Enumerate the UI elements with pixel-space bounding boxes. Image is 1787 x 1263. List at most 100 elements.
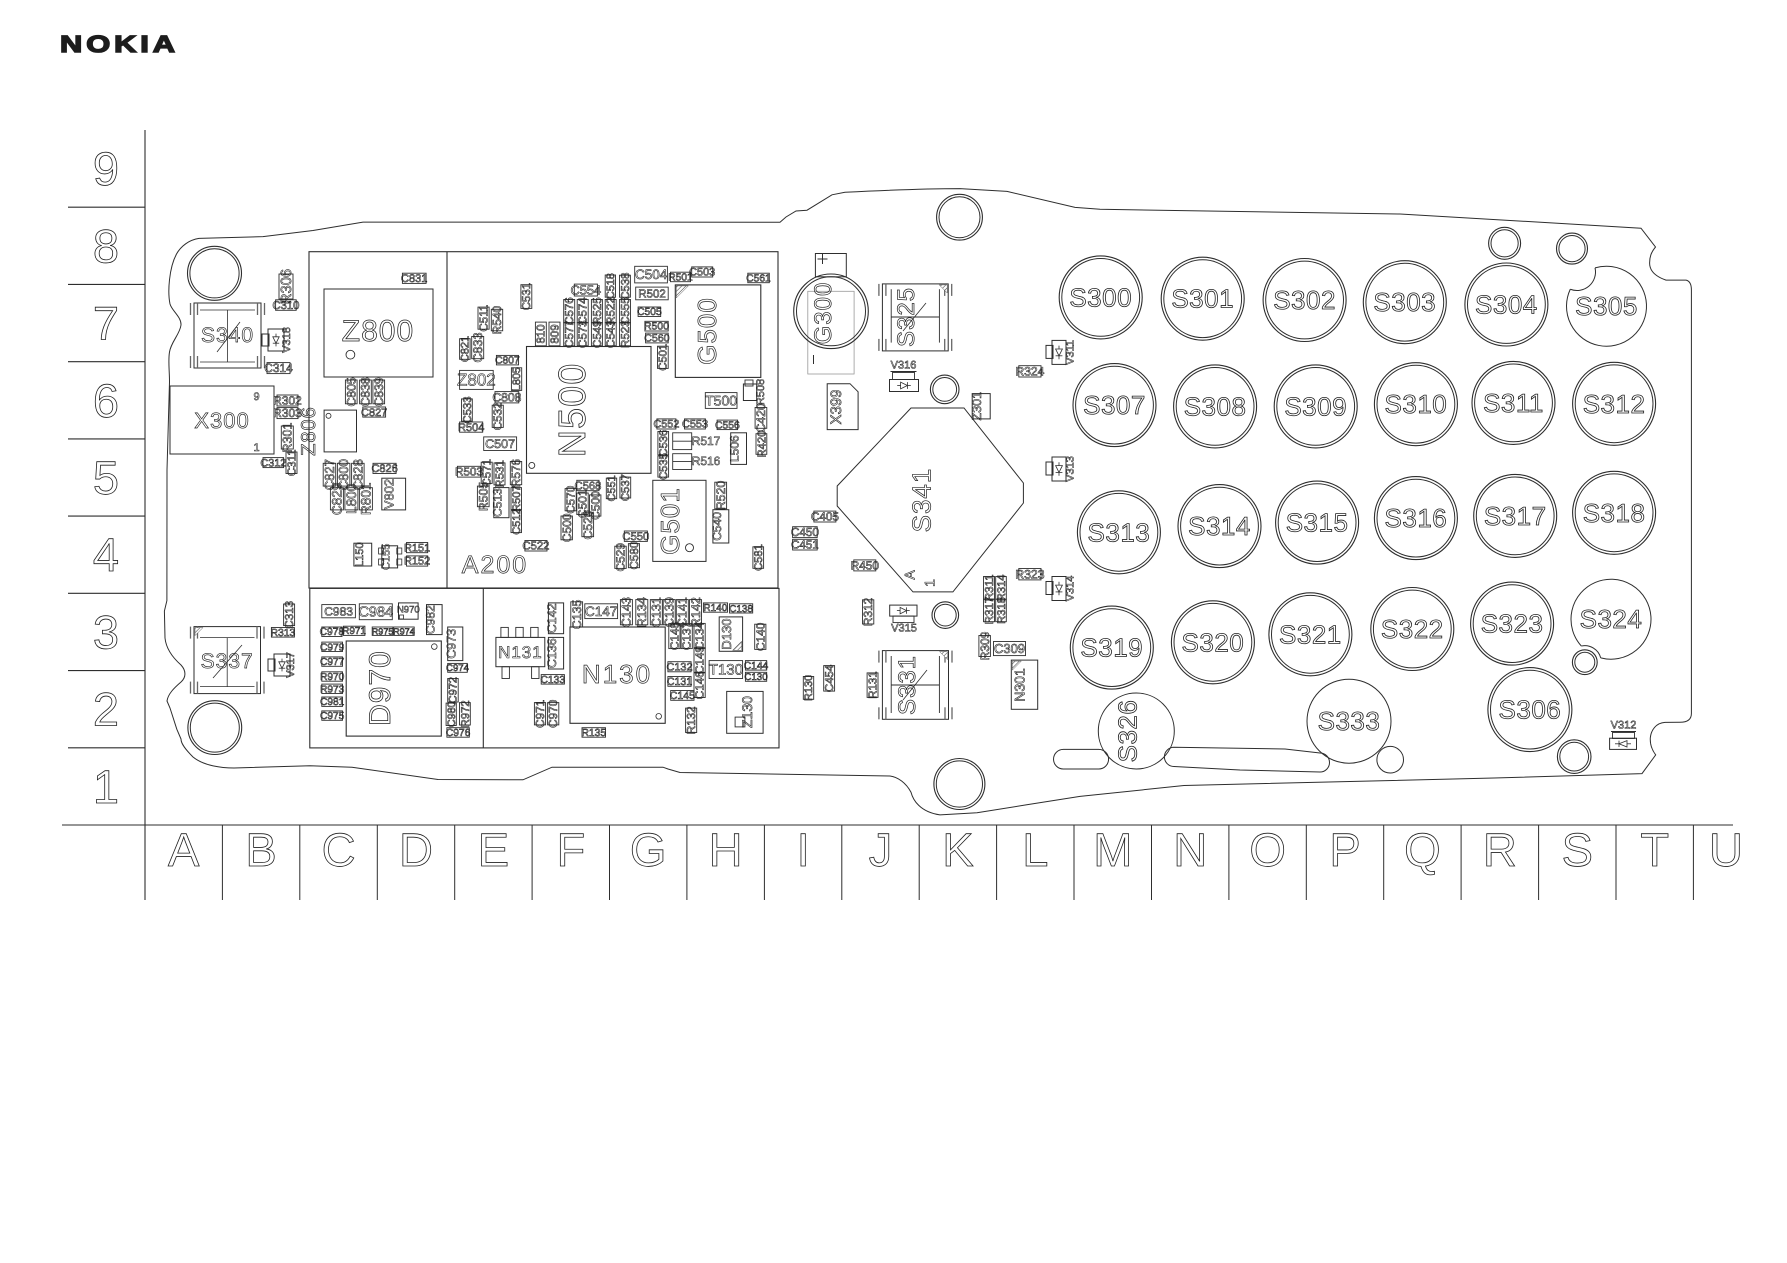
svg-text:C144: C144 bbox=[744, 661, 769, 672]
svg-text:C552: C552 bbox=[653, 419, 679, 431]
svg-text:810: 810 bbox=[536, 324, 548, 343]
svg-text:Q: Q bbox=[1404, 823, 1441, 876]
svg-text:C147: C147 bbox=[585, 604, 617, 619]
svg-text:C500: C500 bbox=[560, 513, 574, 542]
svg-text:C982: C982 bbox=[423, 605, 437, 634]
svg-text:R974: R974 bbox=[393, 626, 415, 636]
svg-text:C532: C532 bbox=[492, 402, 505, 430]
svg-text:C839: C839 bbox=[372, 377, 386, 407]
svg-text:NOKIA: NOKIA bbox=[60, 31, 179, 57]
svg-text:S314: S314 bbox=[1188, 511, 1251, 541]
svg-text:C131: C131 bbox=[667, 676, 692, 688]
svg-text:C573: C573 bbox=[578, 320, 590, 348]
svg-text:C520: C520 bbox=[581, 510, 595, 540]
svg-text:R302: R302 bbox=[273, 394, 301, 408]
svg-text:Z301: Z301 bbox=[970, 392, 984, 421]
svg-text:S316: S316 bbox=[1385, 503, 1448, 533]
svg-text:L: L bbox=[1022, 823, 1048, 876]
svg-text:C827: C827 bbox=[322, 459, 337, 490]
svg-text:C535: C535 bbox=[658, 453, 670, 480]
svg-text:A: A bbox=[168, 823, 200, 876]
svg-text:C138: C138 bbox=[729, 604, 753, 615]
svg-text:F: F bbox=[556, 823, 585, 876]
svg-text:R140: R140 bbox=[703, 603, 727, 614]
svg-text:2: 2 bbox=[93, 683, 119, 736]
svg-text:S310: S310 bbox=[1385, 389, 1448, 419]
svg-text:C976: C976 bbox=[446, 728, 471, 739]
svg-text:C139: C139 bbox=[663, 597, 677, 627]
svg-text:N970: N970 bbox=[397, 605, 420, 616]
svg-text:C554: C554 bbox=[570, 282, 601, 297]
svg-text:H: H bbox=[709, 823, 743, 876]
svg-text:G501: G501 bbox=[655, 487, 685, 555]
svg-text:R152: R152 bbox=[404, 556, 430, 568]
svg-text:3: 3 bbox=[93, 605, 119, 658]
svg-text:L805: L805 bbox=[511, 367, 523, 391]
svg-text:V314: V314 bbox=[1065, 576, 1077, 602]
svg-text:C310: C310 bbox=[272, 300, 299, 312]
svg-text:S337: S337 bbox=[201, 650, 254, 673]
svg-text:R507: R507 bbox=[511, 485, 523, 511]
svg-text:C529: C529 bbox=[614, 543, 628, 572]
svg-text:C: C bbox=[322, 823, 356, 876]
svg-text:S320: S320 bbox=[1182, 627, 1245, 657]
svg-text:S301: S301 bbox=[1171, 284, 1234, 314]
svg-text:S305: S305 bbox=[1575, 291, 1638, 321]
svg-text:S309: S309 bbox=[1284, 391, 1347, 421]
svg-text:C551: C551 bbox=[606, 475, 618, 501]
svg-text:L150: L150 bbox=[354, 542, 366, 566]
svg-text:S306: S306 bbox=[1499, 695, 1562, 725]
svg-text:R306: R306 bbox=[279, 269, 295, 304]
svg-text:C581: C581 bbox=[753, 544, 765, 571]
svg-text:S323: S323 bbox=[1481, 609, 1544, 639]
svg-text:R801: R801 bbox=[359, 482, 374, 515]
svg-text:P: P bbox=[1329, 823, 1360, 876]
svg-text:C984: C984 bbox=[358, 605, 393, 621]
svg-text:C155: C155 bbox=[381, 544, 393, 570]
svg-text:C533: C533 bbox=[462, 396, 474, 423]
svg-text:R508: R508 bbox=[755, 379, 767, 405]
svg-text:C831: C831 bbox=[401, 273, 427, 285]
svg-text:C828: C828 bbox=[350, 459, 365, 490]
svg-text:C577: C577 bbox=[564, 320, 576, 348]
svg-text:Z806: Z806 bbox=[298, 406, 320, 456]
svg-text:C971: C971 bbox=[534, 700, 547, 728]
svg-text:S303: S303 bbox=[1373, 287, 1436, 317]
svg-text:Z800: Z800 bbox=[342, 315, 414, 348]
svg-text:C561: C561 bbox=[746, 273, 771, 284]
svg-text:C134: C134 bbox=[694, 621, 707, 650]
svg-text:C312: C312 bbox=[260, 457, 286, 469]
svg-text:C549: C549 bbox=[592, 320, 604, 348]
svg-text:C501: C501 bbox=[576, 489, 590, 518]
svg-text:R301: R301 bbox=[281, 422, 295, 452]
svg-text:C149: C149 bbox=[694, 646, 707, 674]
svg-text:C133: C133 bbox=[541, 675, 566, 686]
svg-text:C450: C450 bbox=[791, 526, 820, 539]
svg-text:C838: C838 bbox=[359, 377, 373, 407]
svg-text:C555: C555 bbox=[620, 297, 632, 325]
svg-text:N301: N301 bbox=[1012, 668, 1028, 702]
svg-text:C570: C570 bbox=[565, 485, 578, 513]
svg-text:1: 1 bbox=[93, 760, 119, 813]
svg-text:B: B bbox=[245, 823, 276, 876]
svg-text:S313: S313 bbox=[1088, 517, 1151, 547]
svg-text:C807: C807 bbox=[495, 356, 520, 367]
svg-text:C454: C454 bbox=[824, 664, 836, 692]
svg-text:C808: C808 bbox=[492, 390, 521, 404]
svg-text:C130: C130 bbox=[744, 672, 768, 683]
svg-text:S340: S340 bbox=[201, 324, 254, 347]
svg-text:C132: C132 bbox=[666, 662, 692, 674]
svg-text:C313: C313 bbox=[284, 601, 296, 629]
svg-text:C140: C140 bbox=[754, 622, 767, 651]
svg-text:C142: C142 bbox=[545, 603, 559, 633]
svg-text:R523: R523 bbox=[620, 320, 632, 348]
svg-text:V313: V313 bbox=[1065, 456, 1077, 482]
svg-text:C536: C536 bbox=[658, 430, 670, 457]
svg-text:C983: C983 bbox=[324, 604, 353, 618]
svg-text:C970: C970 bbox=[547, 699, 560, 728]
svg-text:C829: C829 bbox=[330, 482, 345, 515]
svg-text:K: K bbox=[942, 823, 973, 876]
svg-text:C560: C560 bbox=[644, 333, 669, 345]
svg-text:R504: R504 bbox=[458, 422, 484, 434]
svg-text:C975: C975 bbox=[320, 711, 345, 722]
